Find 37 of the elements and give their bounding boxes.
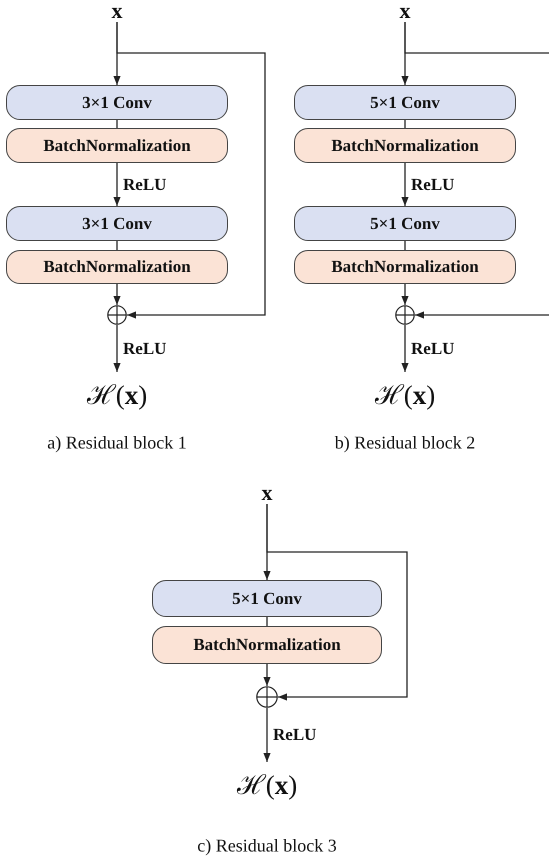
edge-label: ReLU	[123, 340, 166, 358]
batchnorm-layer-box: BatchNormalization	[6, 128, 228, 163]
edge-label: ReLU	[123, 176, 166, 194]
circle-symbol	[256, 686, 278, 708]
conv-layer-box: 5×1 Conv	[152, 580, 382, 617]
arrow	[415, 311, 549, 319]
caption: c) Residual block 3	[197, 836, 337, 856]
conv-layer-box: 3×1 Conv	[6, 85, 228, 120]
arrow	[401, 325, 409, 372]
batchnorm-layer-box: BatchNormalization	[6, 250, 228, 284]
arrow	[263, 664, 271, 686]
arrow	[401, 163, 409, 206]
edge-label: ReLU	[411, 340, 454, 358]
arrow	[116, 22, 266, 319]
input-label: x	[395, 0, 415, 22]
conv-layer-box: 5×1 Conv	[294, 85, 516, 120]
input-label: x	[257, 482, 277, 504]
circle-symbol	[395, 305, 415, 325]
batchnorm-layer-box: BatchNormalization	[294, 128, 516, 163]
output-label: ℋ(x)	[217, 762, 317, 804]
batchnorm-layer-box: BatchNormalization	[294, 250, 516, 284]
circle-symbol	[107, 305, 127, 325]
edge-label: ReLU	[411, 176, 454, 194]
caption: a) Residual block 1	[47, 432, 187, 454]
arrow	[113, 163, 121, 206]
input-label: x	[107, 0, 127, 22]
conv-layer-box: 5×1 Conv	[294, 206, 516, 241]
caption: b) Residual block 2	[334, 432, 476, 454]
arrow	[263, 708, 271, 762]
output-label: ℋ(x)	[355, 372, 455, 414]
conv-layer-box: 3×1 Conv	[6, 206, 228, 241]
batchnorm-layer-box: BatchNormalization	[152, 626, 382, 664]
arrow	[266, 504, 408, 701]
arrow	[113, 284, 121, 305]
arrow	[401, 284, 409, 305]
arrow	[113, 325, 121, 372]
output-label: ℋ(x)	[67, 372, 167, 414]
